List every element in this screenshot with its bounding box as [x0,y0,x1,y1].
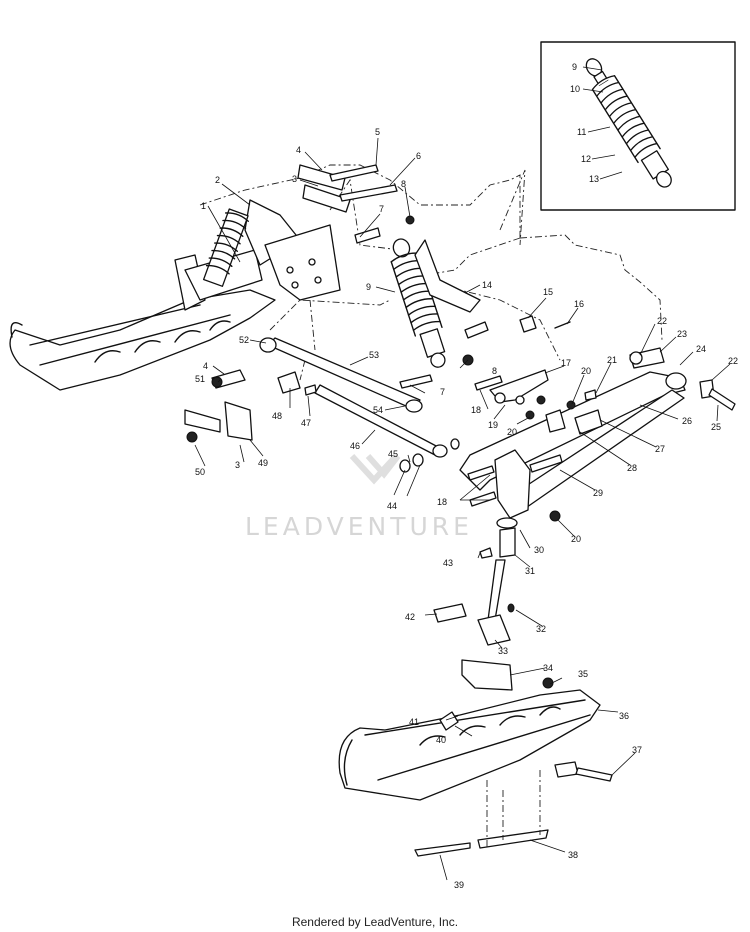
shock-hardware [399,315,571,389]
callout-label: 9 [366,282,371,292]
callout-label: 53 [369,350,379,360]
callout-label: 12 [581,154,591,164]
callout-label: 51 [195,374,205,384]
callout-label: 3 [235,460,240,470]
callout-label: 3 [292,174,297,184]
watermark: LEADVENTURE [245,453,473,541]
callout-label: 2 [215,175,220,185]
callout-label: 30 [534,545,544,555]
callout-label: 15 [543,287,553,297]
callout-label: 45 [388,449,398,459]
callout-label: 1 [201,201,206,211]
callout-label: 27 [655,444,665,454]
callout-label: 48 [272,411,282,421]
callout-label: 14 [482,280,492,290]
callout-label: 13 [589,174,599,184]
callout-labels: 9 10 11 12 13 5 4 6 3 2 8 7 1 9 14 15 16… [195,62,738,890]
callout-label: 36 [619,711,629,721]
callout-label: 20 [507,427,517,437]
watermark-text: LEADVENTURE [245,512,473,541]
callout-label: 41 [409,717,419,727]
spindle [433,449,531,646]
callout-label: 16 [574,299,584,309]
left-shock [202,208,249,287]
center-shock [390,238,446,368]
callout-label: 18 [471,405,481,415]
callout-label: 9 [572,62,577,72]
callout-label: 25 [711,422,721,432]
callout-label: 46 [350,441,360,451]
callout-label: 34 [543,663,553,673]
callout-label: 4 [203,361,208,371]
callout-label: 20 [581,366,591,376]
callout-label: 43 [443,558,453,568]
callout-label: 21 [607,355,617,365]
footer-credit: Rendered by LeadVenture, Inc. [291,915,459,929]
callout-label: 54 [373,405,383,415]
callout-label: 47 [301,418,311,428]
left-ski-assembly [9,199,341,391]
callout-label: 20 [571,534,581,544]
radius-rods [259,337,460,473]
callout-label: 7 [440,387,445,397]
shock-upper-mount [414,239,481,313]
upper-brackets [297,164,415,244]
bell-crank [474,369,597,420]
callout-label: 35 [578,669,588,679]
left-brackets [184,369,253,443]
shock-detail-inset [540,41,736,211]
callout-label: 19 [488,420,498,430]
callout-label: 6 [416,151,421,161]
callout-label: 50 [195,467,205,477]
callout-label: 22 [728,356,738,366]
right-ski-assembly [338,659,613,857]
callout-label: 8 [492,366,497,376]
callout-label: 28 [627,463,637,473]
callout-label: 22 [657,316,667,326]
callout-label: 8 [401,179,406,189]
callout-label: 37 [632,745,642,755]
callout-label: 29 [593,488,603,498]
callout-label: 49 [258,458,268,468]
callout-label: 7 [379,204,384,214]
callout-label: 44 [387,501,397,511]
callout-label: 31 [525,566,535,576]
callout-label: 24 [696,344,706,354]
callout-label: 5 [375,127,380,137]
callout-label: 42 [405,612,415,622]
callout-label: 18 [437,497,447,507]
callout-label: 23 [677,329,687,339]
leader-lines [194,137,731,881]
callout-label: 4 [296,145,301,155]
callout-label: 10 [570,84,580,94]
callout-label: 39 [454,880,464,890]
callout-label: 33 [498,646,508,656]
callout-label: 26 [682,416,692,426]
callout-label: 52 [239,335,249,345]
callout-label: 32 [536,624,546,634]
callout-label: 17 [561,358,571,368]
callout-label: 40 [436,735,446,745]
callout-label: 38 [568,850,578,860]
callout-label: 11 [577,127,586,137]
